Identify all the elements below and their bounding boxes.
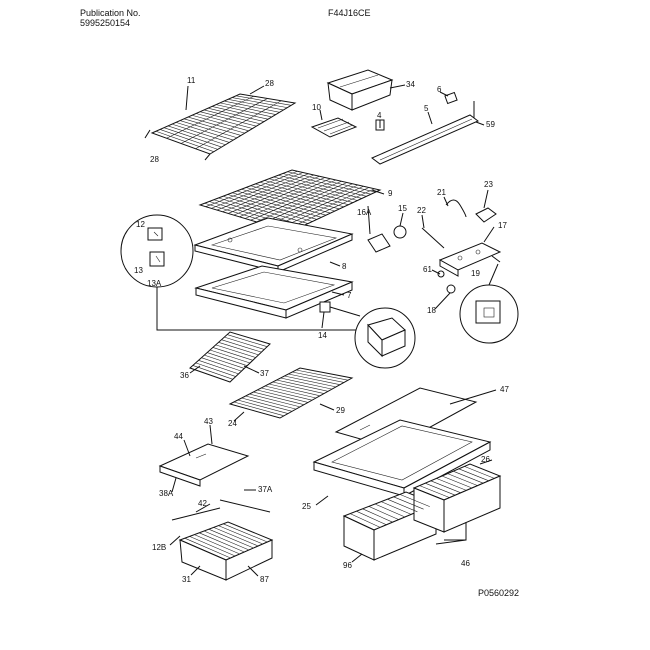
callout-12b: 12B (152, 543, 166, 552)
callout-44: 44 (174, 432, 183, 441)
callout-6: 6 (437, 85, 442, 94)
callout-11: 11 (187, 76, 196, 85)
callout-17: 17 (498, 221, 507, 230)
wire-shelf-top (144, 93, 297, 161)
divider-frame (193, 217, 354, 273)
detail-circle-switch (459, 263, 519, 344)
leader-lines (169, 84, 497, 577)
callout-21: 21 (437, 188, 446, 197)
callout-47: 47 (500, 385, 509, 394)
callout-19: 19 (471, 269, 480, 278)
callout-labels: 11 28 34 6 10 4 5 59 28 9 21 23 16A 15 2… (134, 76, 509, 584)
wire-shelf-small (189, 331, 271, 383)
callout-16a: 16A (357, 208, 372, 217)
callout-23: 23 (484, 180, 493, 189)
callout-46: 46 (461, 559, 470, 568)
callout-14: 14 (318, 331, 327, 340)
callout-34: 34 (406, 80, 415, 89)
callout-96: 96 (343, 561, 352, 570)
wire-shelf-large (228, 367, 354, 419)
lower-frame (194, 265, 354, 319)
callout-38a: 38A (159, 489, 174, 498)
callout-59: 59 (486, 120, 495, 129)
callout-26: 26 (481, 455, 490, 464)
publication-block: Publication No. 5995250154 (80, 8, 141, 28)
callout-13: 13 (134, 266, 143, 275)
callout-22: 22 (417, 206, 426, 215)
egg-tray (310, 117, 358, 138)
lower-bin (171, 507, 274, 581)
callout-5: 5 (424, 104, 429, 113)
control-housing (421, 199, 502, 294)
callout-28: 28 (265, 79, 274, 88)
callout-18: 18 (427, 306, 436, 315)
shelf-tray (158, 443, 271, 513)
ice-bin (326, 69, 394, 111)
detail-circle-brackets (120, 214, 356, 331)
callout-29: 29 (336, 406, 345, 415)
trim-strip (371, 101, 479, 165)
small-clips (375, 91, 458, 131)
callout-15: 15 (398, 204, 407, 213)
callout-43: 43 (204, 417, 213, 426)
detail-circle-control (319, 301, 416, 369)
callout-61: 61 (423, 265, 432, 274)
callout-37: 37 (260, 369, 269, 378)
callout-25: 25 (302, 502, 311, 511)
callout-37a: 37A (258, 485, 273, 494)
crisper-cover-frame (312, 419, 492, 497)
callout-31: 31 (182, 575, 191, 584)
callout-36: 36 (180, 371, 189, 380)
publication-label: Publication No. (80, 8, 141, 18)
callout-87: 87 (260, 575, 269, 584)
callout-10: 10 (312, 103, 321, 112)
publication-number: 5995250154 (80, 18, 131, 28)
callout-7: 7 (347, 291, 352, 300)
callout-24: 24 (228, 419, 237, 428)
model-number: F44J16CE (328, 8, 371, 18)
drawing-id: P0560292 (478, 588, 520, 598)
callout-4: 4 (377, 111, 382, 120)
callout-42: 42 (198, 499, 207, 508)
callout-28b: 28 (150, 155, 159, 164)
callout-9: 9 (388, 189, 393, 198)
crisper-drawers (342, 463, 502, 561)
light-socket-bulb (367, 225, 407, 253)
callout-12: 12 (136, 220, 145, 229)
callout-13a: 13A (147, 279, 162, 288)
callout-8: 8 (342, 262, 347, 271)
